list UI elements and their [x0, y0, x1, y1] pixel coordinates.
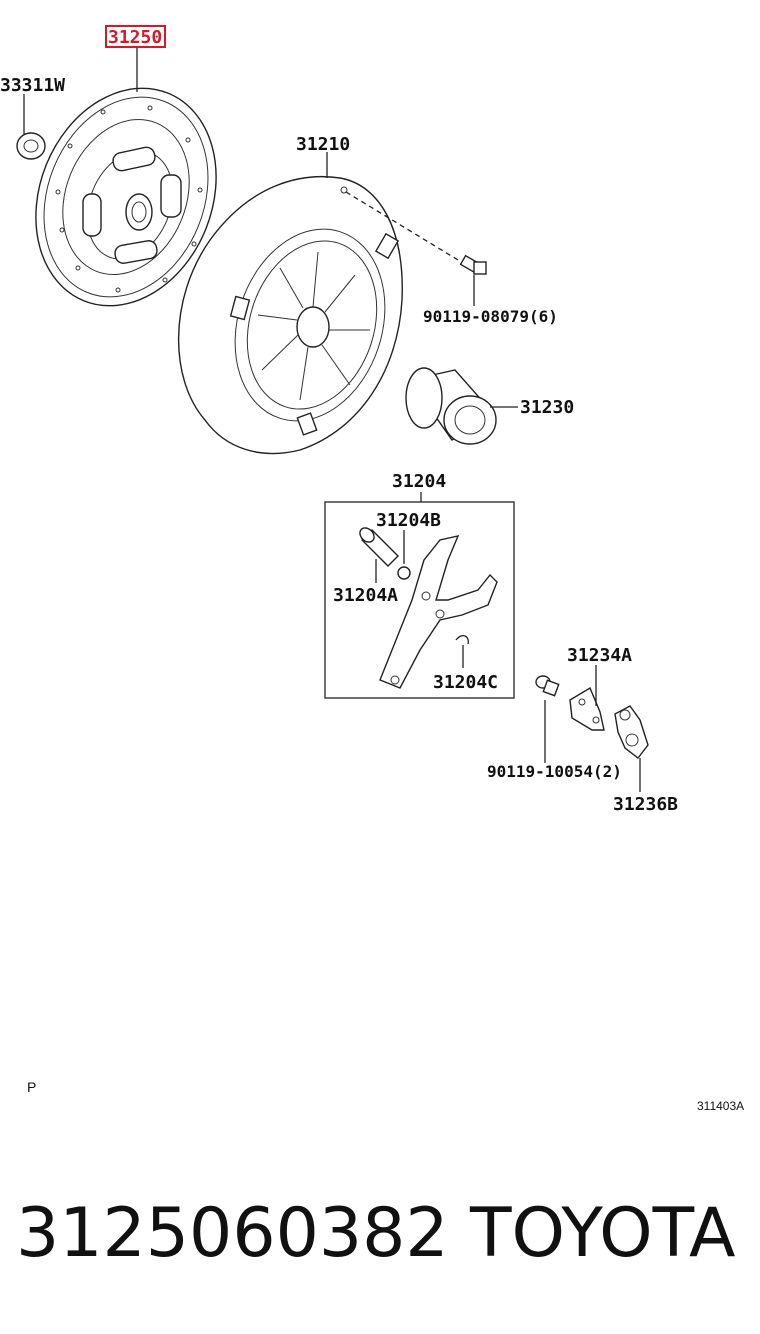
callout-31204[interactable]: 31204	[392, 471, 446, 492]
bolt-90119-08079[interactable]	[345, 191, 487, 306]
callout-33311w[interactable]: 33311W	[0, 75, 65, 96]
callout-90119-08079[interactable]: 90119-08079(6)	[423, 307, 558, 326]
callout-31204a[interactable]: 31204A	[333, 585, 398, 606]
callout-31230[interactable]: 31230	[520, 397, 574, 418]
highlight-box	[105, 25, 166, 48]
pilot-bearing-33311w[interactable]	[16, 94, 46, 160]
figure-code: 311403A	[697, 1099, 744, 1113]
callout-31210[interactable]: 31210	[296, 134, 350, 155]
callout-31204c[interactable]: 31204C	[433, 672, 498, 693]
pressure-plate-31210[interactable]	[177, 152, 409, 455]
release-bearing-31230[interactable]	[405, 367, 518, 445]
callout-31234a[interactable]: 31234A	[567, 645, 632, 666]
callout-90119-10054[interactable]: 90119-10054(2)	[487, 762, 622, 781]
bolt-90119-10054[interactable]	[535, 675, 560, 763]
callout-31250[interactable]: 31250	[108, 27, 162, 48]
brand-name: TOYOTA	[469, 1194, 735, 1273]
release-fork-kit-31204[interactable]	[324, 492, 515, 699]
part-number: 3125060382	[16, 1194, 449, 1273]
bracket-31234a[interactable]	[569, 665, 605, 731]
clutch-disc-31250[interactable]	[4, 61, 247, 333]
bracket-31236b[interactable]	[614, 705, 649, 792]
page-marker: P	[27, 1079, 36, 1095]
callout-31204b[interactable]: 31204B	[376, 510, 441, 531]
callout-31236b[interactable]: 31236B	[613, 794, 678, 815]
